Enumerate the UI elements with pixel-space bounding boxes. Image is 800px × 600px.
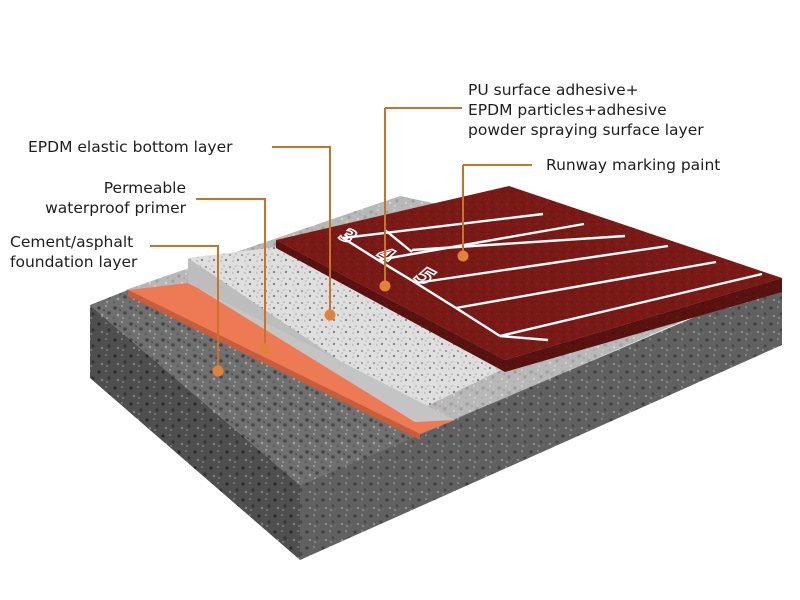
label-epdm-bottom: EPDM elastic bottom layer: [28, 137, 233, 157]
leader-dots: [212, 250, 469, 377]
dot-icon: [212, 365, 224, 377]
label-pu-surface-line-2: EPDM particles+adhesive: [468, 101, 667, 119]
lane-line-2: [377, 222, 585, 262]
start-line-4: [455, 306, 501, 338]
start-line-3: [415, 281, 457, 310]
leader-primer: [196, 198, 266, 349]
label-foundation: Cement/asphalt foundation layer: [10, 232, 137, 272]
lane-divider-1: [384, 229, 413, 253]
label-epdm-bottom-text: EPDM elastic bottom layer: [28, 138, 233, 156]
lane-line-4: [415, 244, 669, 285]
finish-edge: [499, 334, 549, 342]
label-marking-paint: Runway marking paint: [546, 155, 720, 175]
dot-icon: [324, 309, 336, 321]
epdm-bottom-layer: [188, 247, 505, 422]
label-pu-surface-line-3: powder spraying surface layer: [468, 121, 704, 139]
leader-foundation: [150, 245, 219, 371]
label-foundation-line-1: Cement/asphalt: [10, 233, 134, 251]
label-foundation-line-2: foundation layer: [10, 253, 138, 271]
label-marking-paint-text: Runway marking paint: [546, 156, 721, 174]
lane-line-3: [411, 234, 626, 252]
label-primer: Permeable waterproof primer: [20, 178, 186, 218]
leader-lines: [150, 107, 532, 371]
label-primer-line-1: Permeable: [103, 179, 186, 197]
label-primer-line-2: waterproof primer: [45, 199, 186, 217]
lane-line-1: [342, 212, 544, 240]
start-line-1: [342, 236, 379, 262]
lane-line-5: [455, 260, 717, 310]
lane-line-6: [499, 272, 763, 338]
label-pu-surface-line-1: PU surface adhesive+: [468, 81, 639, 99]
dot-icon: [259, 343, 271, 355]
dot-icon: [457, 250, 469, 262]
leader-epdm-bottom: [272, 146, 331, 315]
surface-layer: [276, 186, 782, 372]
lane-number-1: 1: [277, 192, 300, 209]
label-pu-surface: PU surface adhesive+ EPDM particles+adhe…: [468, 80, 704, 140]
dot-icon: [379, 280, 391, 292]
